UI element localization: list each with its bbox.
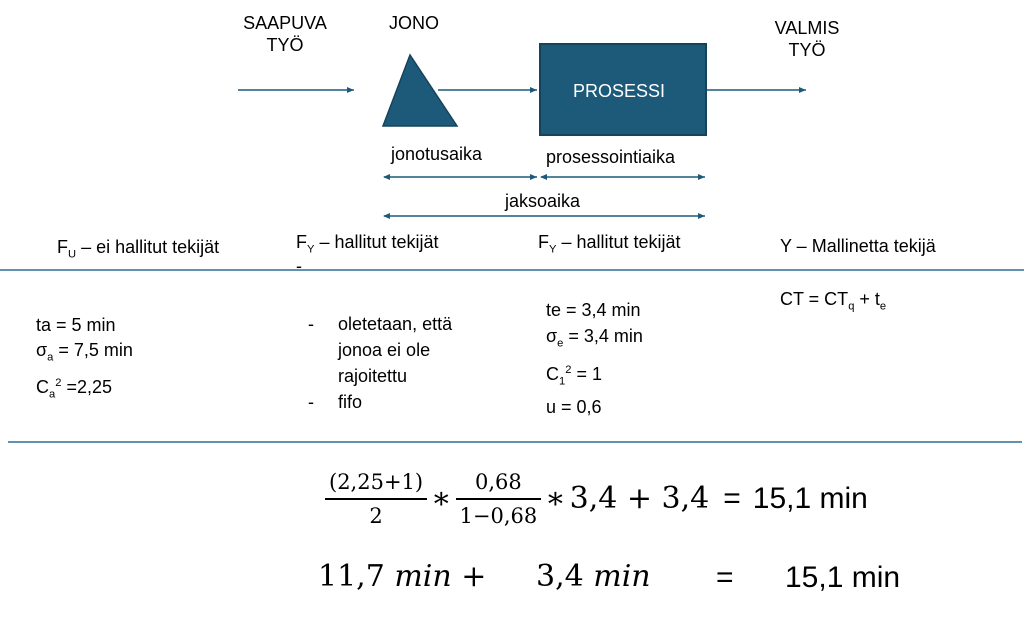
col3-c-superscript: 2: [565, 363, 572, 376]
col3-heading-text: – hallitut tekijät: [556, 232, 681, 252]
col3-sigma-subscript: e: [557, 337, 564, 350]
col2-item-3: rajoitettu: [308, 363, 452, 389]
done-line-1: VALMIS: [774, 18, 840, 38]
col3-c-subscript: 1: [559, 375, 566, 388]
col3-c-symbol: C: [546, 363, 559, 384]
col3-heading-symbol: F: [538, 232, 549, 252]
col3-sigma-symbol: σ: [546, 326, 558, 346]
formula-line-2-value-a: 11,7: [318, 559, 395, 594]
formula-line-2-value-b: 3,4: [536, 559, 594, 594]
formula-line-2-left: 11,7 min +: [318, 559, 486, 595]
formula-line-2-unit-b: min: [593, 559, 651, 594]
col1-sigma-symbol: σ: [36, 340, 48, 360]
col3-c-value: = 1: [571, 363, 602, 384]
multiply-operator-2: ∗: [545, 481, 566, 516]
col3-te: te = 3,4 min: [546, 300, 641, 320]
col2-bullet-dash-1: -: [308, 314, 314, 334]
col2-item-text: rajoitettu: [338, 366, 408, 386]
col1-c-symbol: C: [36, 376, 49, 397]
col1-heading: FU – ei hallitut tekijät: [57, 236, 219, 266]
formula-sum-term: 3,4 + 3,4: [569, 481, 710, 516]
formula-equals-2: =: [716, 561, 734, 594]
formula-equals-1: =: [723, 482, 741, 515]
col2-bullet-dash-2: -: [308, 392, 314, 412]
col1-c-superscript: 2: [55, 376, 62, 389]
fraction-2-numerator: 0,68: [455, 470, 542, 500]
col1-sigma-subscript: a: [47, 351, 54, 364]
col2-heading-subscript: Y: [307, 243, 315, 256]
col4-ct-subscript-e: e: [879, 300, 887, 313]
wait-time-label: jonotusaika: [391, 144, 483, 164]
col1-sigma-value: = 7,5 min: [53, 340, 133, 360]
col3-u: u = 0,6: [546, 397, 602, 418]
formula-line-2-unit-a: min: [394, 559, 452, 594]
col1-heading-symbol: F: [57, 237, 68, 257]
col2-heading: FY – hallitut tekijät: [296, 231, 439, 261]
col1-c-value: =2,25: [61, 376, 112, 397]
col3-sigma-value: = 3,4 min: [563, 326, 643, 346]
col1-sigma: σa = 7,5 min: [36, 338, 133, 371]
col1-ta: ta = 5 min: [36, 315, 116, 335]
col1-heading-subscript: U: [68, 248, 77, 261]
process-label: PROSESSI: [573, 81, 666, 101]
formula-result-2: 15,1 min: [785, 561, 901, 594]
col3-values: te = 3,4 min σe = 3,4 min C12 = 1 u = 0,…: [546, 297, 643, 420]
col4-heading: Y – Mallinetta tekijä: [780, 236, 936, 256]
col2-assumptions: - oletetaan, että jonoa ei ole rajoitettu…: [308, 311, 452, 415]
col2-item-4: - fifo: [308, 389, 452, 415]
fraction-2: 0,68 1−0,68: [455, 470, 542, 528]
col4-ct-plus: + t: [854, 289, 880, 309]
col1-c-subscript: a: [49, 388, 56, 401]
col1-c: Ca2 =2,25: [36, 371, 133, 408]
col2-item-text: oletetaan, että: [338, 314, 453, 334]
col2-item-text: jonoa ei ole: [338, 340, 431, 360]
cycle-time-label: jaksoaika: [505, 191, 581, 211]
col3-c: C12 = 1: [546, 357, 643, 395]
formula-line-1: (2,25+1) 2 ∗ 0,68 1−0,68 ∗ 3,4 + 3,4 = 1…: [325, 466, 868, 532]
col4-ct-text: CT = CT: [780, 289, 849, 309]
col2-item-2: jonoa ei ole: [308, 337, 452, 363]
fraction-2-denominator: 1−0,68: [459, 504, 538, 528]
col2-heading-text: – hallitut tekijät: [314, 232, 439, 252]
col2-heading-symbol: F: [296, 232, 307, 252]
incoming-work-label: SAAPUVA TYÖ: [236, 12, 334, 56]
col4-ct-subscript-q: q: [848, 300, 855, 313]
col3-heading: FY – hallitut tekijät: [538, 231, 681, 261]
fraction-1-numerator: (2,25+1): [325, 470, 428, 500]
process-time-label: prosessointiaika: [546, 147, 676, 167]
col1-heading-text: – ei hallitut tekijät: [76, 237, 220, 257]
col1-values: ta = 5 min σa = 7,5 min Ca2 =2,25: [36, 313, 133, 407]
col3-heading-subscript: Y: [549, 243, 557, 256]
done-work-label: VALMIS TYÖ: [760, 17, 854, 61]
col2-item-1: - oletetaan, että: [308, 311, 452, 337]
col3-sigma: σe = 3,4 min: [546, 323, 643, 357]
done-line-2: TYÖ: [788, 40, 826, 60]
multiply-operator-1: ∗: [431, 481, 452, 516]
col2-stray-dash: -: [296, 256, 302, 276]
fraction-1: (2,25+1) 2: [325, 470, 428, 528]
fraction-1-denominator: 2: [369, 504, 383, 528]
formula-line-2-middle: 3,4 min: [536, 559, 651, 595]
formula-result-1: 15,1 min: [752, 482, 868, 515]
queue-triangle: [381, 53, 459, 127]
queue-label: JONO: [389, 13, 440, 33]
incoming-line-1: SAAPUVA: [243, 13, 327, 33]
col2-item-text: fifo: [338, 392, 363, 412]
process-box: [539, 43, 707, 136]
formula-line-2-plus: +: [451, 559, 487, 594]
incoming-line-2: TYÖ: [266, 35, 304, 55]
col4-ct-formula: CT = CTq + te: [780, 288, 886, 318]
